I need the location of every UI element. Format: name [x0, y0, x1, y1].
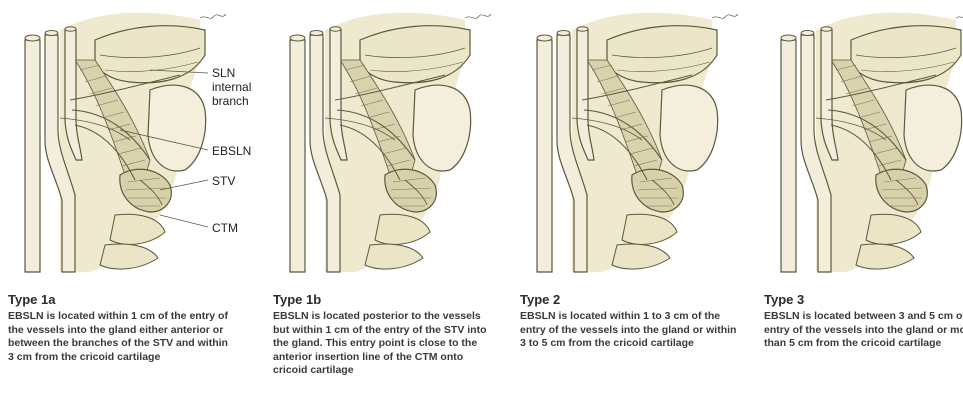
panel-description: EBSLN is located within 1 to 3 cm of the…: [520, 310, 742, 351]
label-internal: internal: [212, 80, 251, 94]
panel-title: Type 3: [764, 292, 804, 307]
anatomy-illustration-type-1a: [0, 0, 240, 285]
label-stv: STV: [212, 174, 235, 188]
label-sln: SLN: [212, 66, 235, 80]
panel-title: Type 1a: [8, 292, 55, 307]
panel-type-2: Type 2 EBSLN is located within 1 to 3 cm…: [512, 0, 752, 401]
panel-description: EBSLN is located posterior to the vessel…: [273, 310, 495, 378]
label-ebsln: EBSLN: [212, 144, 251, 158]
label-branch: branch: [212, 94, 249, 108]
panel-type-1b: Type 1b EBSLN is located posterior to th…: [265, 0, 505, 401]
panel-type-1a: SLN internal branch EBSLN STV CTM Type 1…: [0, 0, 240, 401]
panel-type-3: Type 3 EBSLN is located between 3 and 5 …: [756, 0, 963, 401]
panel-description: EBSLN is located between 3 and 5 cm of t…: [764, 310, 963, 351]
anatomy-illustration-type-2: [512, 0, 752, 285]
panel-title: Type 1b: [273, 292, 321, 307]
anatomy-illustration-type-1b: [265, 0, 505, 285]
label-ctm: CTM: [212, 221, 238, 235]
anatomy-illustration-type-3: [756, 0, 963, 285]
panel-title: Type 2: [520, 292, 560, 307]
panel-description: EBSLN is located within 1 cm of the entr…: [8, 310, 230, 364]
